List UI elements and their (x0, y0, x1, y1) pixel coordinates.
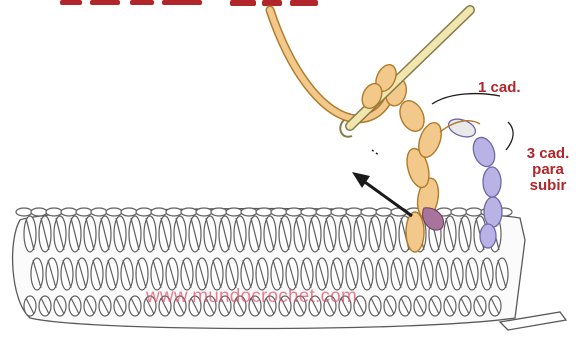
top-loop (256, 208, 272, 216)
top-loop (136, 208, 152, 216)
top-loop (181, 208, 197, 216)
top-loop (301, 208, 317, 216)
top-loop (121, 208, 137, 216)
direction-arrow (352, 150, 412, 216)
top-loop (271, 208, 287, 216)
top-loop (46, 208, 62, 216)
label-three-chain-line3: subir (520, 178, 576, 194)
label-three-chain-block: 3 cad. para subir (520, 146, 576, 195)
top-loop (226, 208, 242, 216)
top-loop (451, 208, 467, 216)
top-loop (361, 208, 377, 216)
top-loop (316, 208, 332, 216)
watermark: www.mundocrochet.com (146, 286, 357, 308)
top-loop (331, 208, 347, 216)
top-loop (91, 208, 107, 216)
top-loop (241, 208, 257, 216)
top-loop (106, 208, 122, 216)
top-loop (16, 208, 32, 216)
cropped-heading-fragment (60, 0, 318, 6)
top-loop (346, 208, 362, 216)
top-loop (196, 208, 212, 216)
label-three-chain-line2: para (520, 162, 576, 178)
label-three-chain-line1: 3 cad. (520, 146, 576, 162)
top-loop (166, 208, 182, 216)
top-loop (466, 208, 482, 216)
top-loop (76, 208, 92, 216)
top-loop (286, 208, 302, 216)
top-loop (376, 208, 392, 216)
top-loop (61, 208, 77, 216)
top-loop (31, 208, 47, 216)
top-loop (151, 208, 167, 216)
top-loop (211, 208, 227, 216)
label-one-chain: 1 cad. (478, 80, 521, 96)
